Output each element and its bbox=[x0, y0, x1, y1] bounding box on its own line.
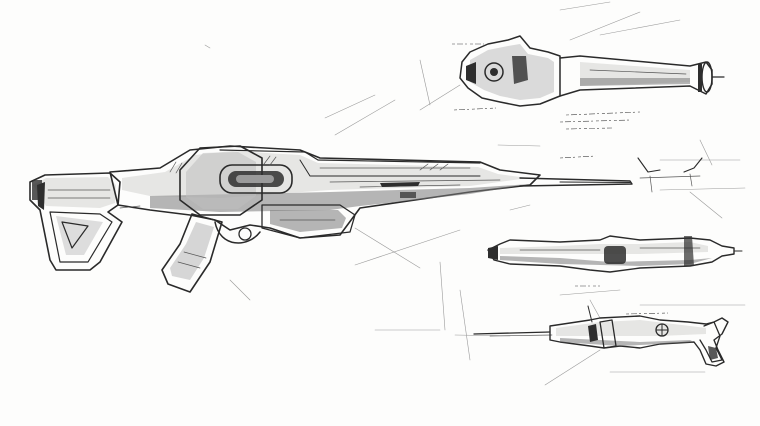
rifle-reverse-view bbox=[473, 305, 729, 367]
main-rifle-side-view bbox=[29, 145, 633, 293]
rifle-side-elevation bbox=[487, 235, 743, 287]
barrel-detail-view bbox=[452, 35, 725, 159]
construction-lines bbox=[204, 1, 746, 386]
sight-detail-sketch bbox=[637, 157, 703, 193]
